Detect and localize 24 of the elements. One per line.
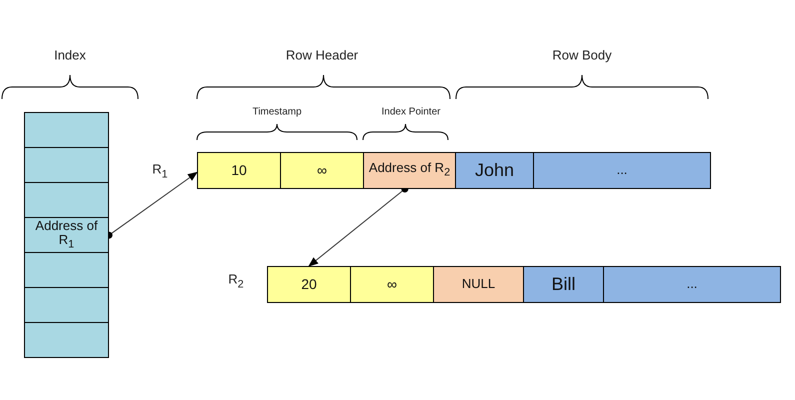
index-slot: [24, 112, 109, 148]
timestamp-cell: 20: [267, 266, 351, 303]
timestamp-cell: ∞: [280, 152, 364, 189]
section-heading: Row Header: [286, 48, 358, 62]
data-cell: John: [455, 152, 534, 189]
field-heading: Index Pointer: [382, 106, 440, 118]
pointer-cell: NULL: [433, 266, 524, 303]
field-heading: Timestamp: [252, 106, 302, 118]
section-heading: Row Body: [552, 48, 612, 62]
row-label: R$_{1}$: [152, 162, 168, 180]
data-cell: ...: [533, 152, 711, 189]
section-heading: Index: [54, 48, 86, 62]
timestamp-cell: 10: [197, 152, 281, 189]
data-cell: ...: [603, 266, 781, 303]
data-cell: Bill: [523, 266, 604, 303]
pointer-cell: Address of R$_{2}$: [363, 152, 456, 189]
timestamp-cell: ∞: [350, 266, 434, 303]
index-slot: [24, 147, 109, 183]
index-slot: [24, 182, 109, 218]
index-slot: Address of R$_{1}$: [24, 217, 109, 253]
index-slot: [24, 322, 109, 358]
index-slot: [24, 252, 109, 288]
row-label: R$_{2}$: [228, 272, 244, 290]
index-slot: [24, 287, 109, 323]
